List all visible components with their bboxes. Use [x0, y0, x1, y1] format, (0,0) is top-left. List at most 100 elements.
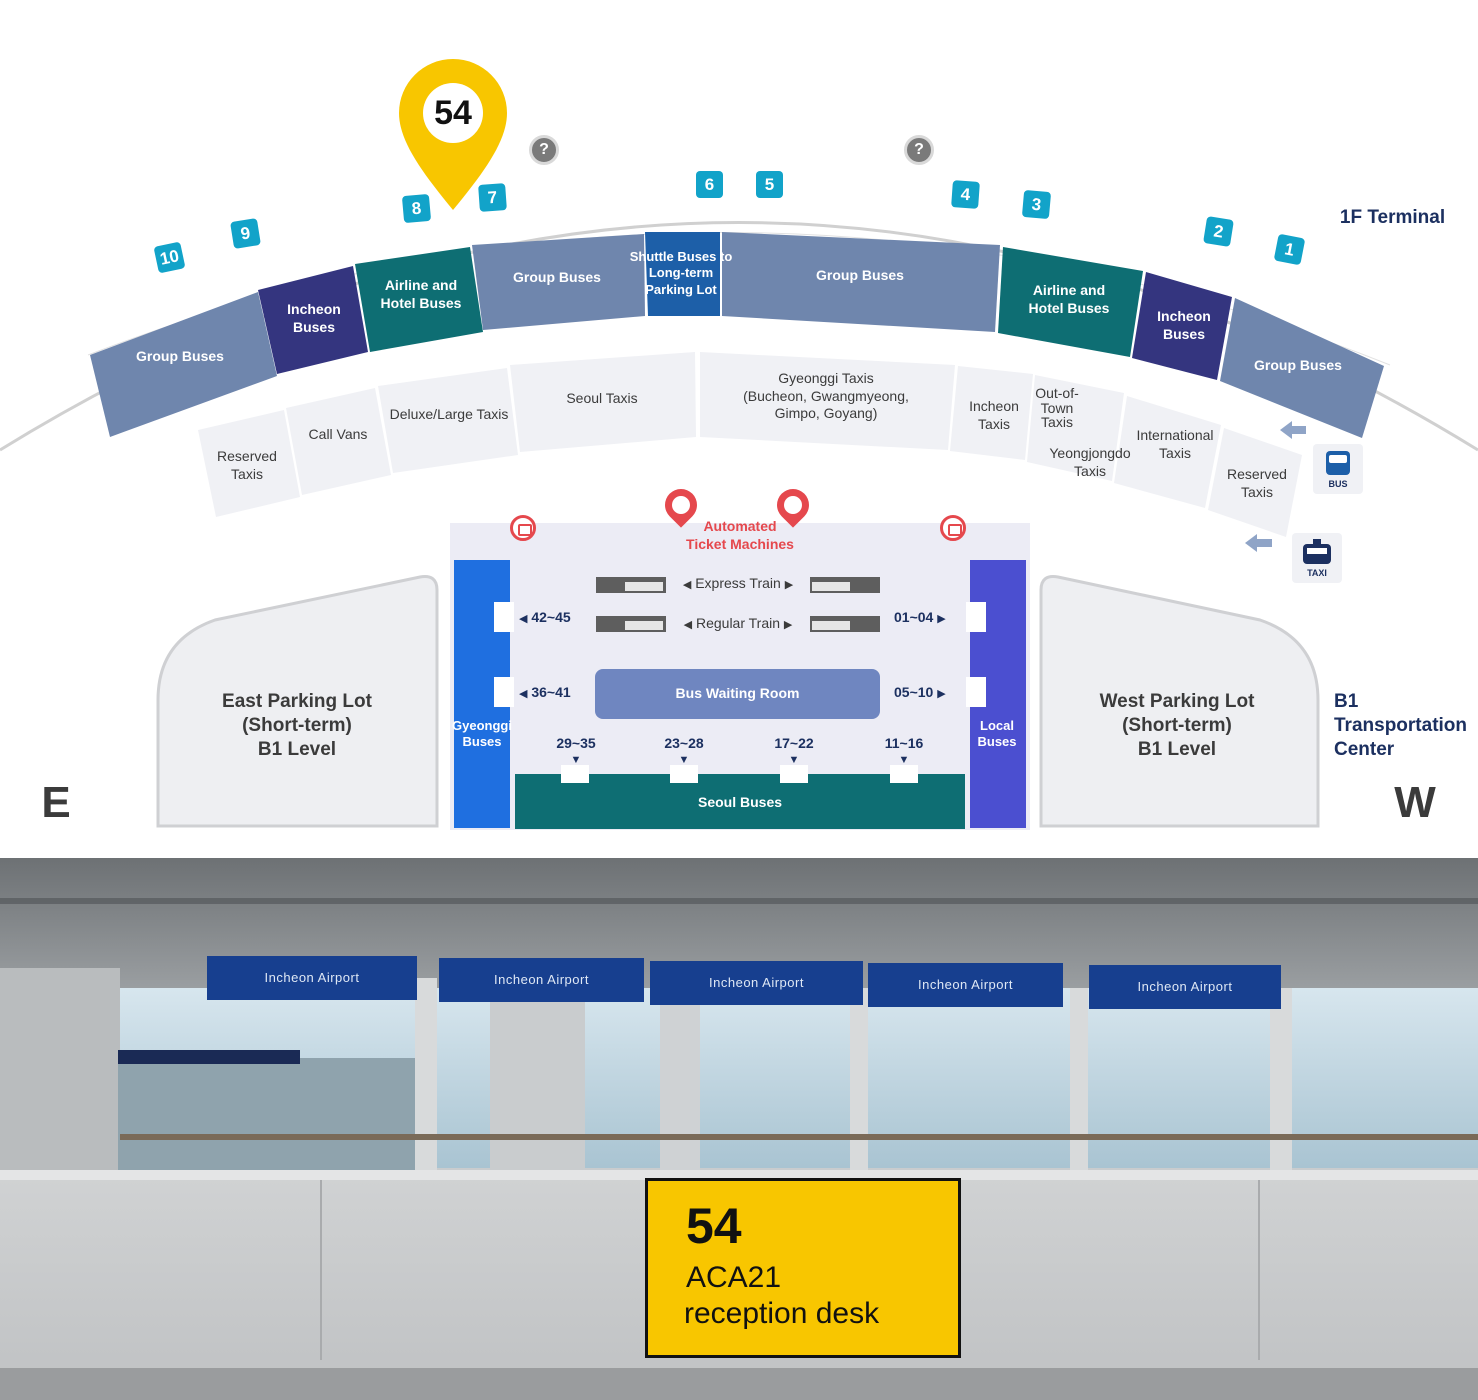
regular-train-label: Regular Train — [695, 615, 781, 631]
taxi-zone-6 — [950, 366, 1033, 460]
floor — [0, 1368, 1478, 1400]
gate-range-bottom: 11~16▼ — [873, 735, 935, 767]
gate-range-right-top: 01~04 ▶ — [894, 609, 946, 625]
gate-range-bottom: 29~35▼ — [545, 735, 607, 767]
bus-zone-6 — [722, 232, 1000, 332]
bus-zone-label: Airline and Hotel Buses — [380, 277, 462, 311]
taxi-arrow — [1245, 534, 1272, 552]
gate-range-text: 01~04 — [894, 609, 934, 625]
arrow-right-icon: ▶ — [937, 613, 946, 625]
arrow-right-icon: ▶ — [937, 688, 946, 700]
airport-sign: Incheon Airport — [868, 963, 1063, 1007]
desk-name: ACA21 — [686, 1261, 782, 1294]
local-buses-label: Local Buses — [977, 718, 1017, 750]
express-train-row: ◀ Express Train ▶ — [672, 575, 804, 591]
bus-waiting-room-shape — [595, 669, 880, 719]
arrow-down-icon: ▼ — [898, 754, 910, 767]
airport-sign: Incheon Airport — [207, 956, 417, 1000]
seoul-buses-label: Seoul Buses — [697, 794, 783, 810]
bus-icon: BUS — [1313, 444, 1363, 494]
bay-4: 4 — [951, 180, 980, 209]
arrow-left-icon: ◀ — [519, 688, 528, 700]
desk-caption: reception desk — [684, 1297, 880, 1330]
taxi-zone-2 — [286, 388, 391, 495]
taxi-icon-label: TAXI — [1307, 568, 1327, 578]
left-door-area — [118, 1058, 418, 1178]
help-icon[interactable]: ? — [904, 135, 934, 165]
gate-range-right-mid: 05~10 ▶ — [894, 684, 946, 700]
bus-zone-2 — [258, 266, 368, 374]
ticket-machine-icon[interactable] — [510, 515, 536, 541]
left-wall — [0, 968, 120, 1188]
bus-zone-label: Airline and Hotel Buses — [1028, 282, 1110, 316]
bay-2: 2 — [1203, 216, 1234, 247]
east-parking-lot — [156, 575, 439, 828]
pillar — [490, 998, 585, 1198]
airport-sign: Incheon Airport — [1089, 965, 1281, 1009]
pillar — [850, 988, 868, 1188]
bus-zone-label: Group Buses — [513, 269, 601, 285]
gate-range-text: 42~45 — [531, 609, 571, 625]
taxi-zone-5 — [700, 352, 955, 450]
gate-range-text: 05~10 — [894, 684, 934, 700]
bus-zone-7 — [998, 247, 1143, 357]
bus-zone-3 — [355, 247, 483, 352]
bus-icon-label: BUS — [1328, 479, 1348, 489]
bus-arrow — [1280, 421, 1306, 439]
bay-5: 5 — [756, 171, 783, 198]
arrow-left-icon: ◀ — [683, 619, 693, 631]
taxi-zone-label: Seoul Taxis — [566, 390, 638, 406]
west-parking-label: West Parking Lot (Short-term) B1 Level — [1099, 691, 1255, 760]
bay-9: 9 — [230, 218, 261, 249]
airport-sign: Incheon Airport — [439, 958, 644, 1002]
east-parking-label: East Parking Lot (Short-term) B1 Level — [222, 691, 372, 760]
airport-sign: Incheon Airport — [650, 961, 863, 1005]
arrow-right-icon: ▶ — [784, 579, 794, 591]
transport-center-label: B1 Transportation Center — [1334, 691, 1468, 760]
taxi-zone-label: Gyeonggi Taxis (Bucheon, Gwangmyeong, Gi… — [743, 370, 909, 421]
arrow-left-icon: ◀ — [682, 579, 692, 591]
bus-zone-label: Incheon Buses — [1157, 308, 1211, 342]
ticket-machine-icon[interactable] — [940, 515, 966, 541]
arrow-down-icon: ▼ — [678, 754, 690, 767]
taxi-zone-label: Out-of- Town Taxis — [1035, 385, 1079, 431]
west-parking-lot — [1039, 575, 1320, 828]
bus-zone-label: Group Buses — [1254, 357, 1342, 373]
taxi-zone-label: Reserved Taxis — [217, 448, 277, 482]
gate-range-text: 17~22 — [774, 735, 814, 751]
counter-seam — [1258, 1180, 1260, 1360]
wayfinding-strip — [118, 1050, 300, 1064]
direction-west: W — [1394, 778, 1436, 827]
taxi-zone-8 — [1114, 396, 1221, 508]
desk-number: 54 — [686, 1198, 742, 1254]
bay-7: 7 — [478, 183, 507, 212]
pillar — [1270, 988, 1292, 1188]
transport-center-map: 54 ? ? 10 9 8 7 6 5 4 3 2 1 1F Terminal … — [0, 0, 1478, 858]
map-shapes — [0, 59, 1478, 830]
help-icon[interactable]: ? — [529, 135, 559, 165]
arrow-left-icon: ◀ — [519, 613, 528, 625]
taxi-zone-3 — [378, 368, 518, 473]
bus-zone-label: Group Buses — [816, 267, 904, 283]
taxi-zone-9 — [1208, 428, 1302, 537]
taxi-zone-label: Call Vans — [308, 426, 368, 442]
ticket-machines-label: Automated Ticket Machines — [686, 518, 794, 552]
bus-zone-label: Incheon Buses — [287, 301, 341, 335]
bus-waiting-room-label: Bus Waiting Room — [675, 685, 800, 701]
express-train-gates — [596, 577, 880, 593]
express-train-label: Express Train — [695, 575, 781, 591]
terminal-label: 1F Terminal — [1339, 207, 1446, 228]
gate-range-left-top: ◀ 42~45 — [519, 609, 571, 625]
regular-train-gates — [596, 616, 880, 632]
counter-top — [0, 1170, 1478, 1180]
arrow-right-icon: ▶ — [783, 619, 793, 631]
bus-zone-label: Shuttle Buses to Long-term Parking Lot — [629, 249, 733, 297]
pillar — [1070, 988, 1088, 1188]
target-pin-number: 54 — [434, 94, 472, 132]
arrow-down-icon: ▼ — [570, 754, 582, 767]
taxi-zone-4 — [510, 352, 696, 452]
bus-zone-9 — [1220, 298, 1384, 438]
railing — [120, 1134, 1478, 1140]
gyeonggi-buses-label: Gyeonggi Buses — [452, 718, 512, 750]
gate-range-left-mid: ◀ 36~41 — [519, 684, 571, 700]
